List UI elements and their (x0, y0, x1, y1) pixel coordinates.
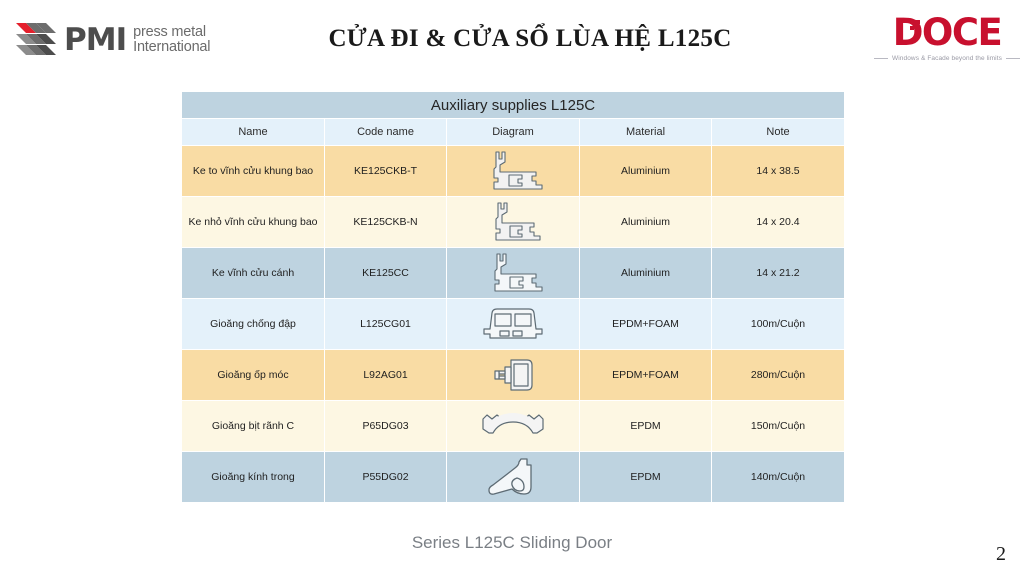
cell-name: Gioăng kính trong (182, 452, 324, 502)
page-title: CỬA ĐI & CỬA SỔ LÙA HỆ L125C (328, 25, 732, 52)
cell-material: EPDM (580, 452, 711, 502)
cell-code-name: L125CG01 (325, 299, 446, 349)
cell-material: EPDM+FOAM (580, 299, 711, 349)
table-row: Ke to vĩnh cửu khung bao KE125CKB-T Alum… (182, 146, 845, 196)
auxiliary-supplies-table-wrap: Auxiliary supplies L125C Name Code name … (181, 91, 846, 503)
pmi-tagline-line2: International (133, 39, 211, 55)
table-title: Auxiliary supplies L125C (182, 92, 845, 118)
cell-diagram (447, 146, 579, 196)
cell-name: Ke nhỏ vĩnh cửu khung bao (182, 197, 324, 247)
column-header-note: Note (712, 119, 845, 145)
table-row: Ke nhỏ vĩnh cửu khung bao KE125CKB-N Alu… (182, 197, 845, 247)
column-header-diagram: Diagram (447, 119, 579, 145)
cell-name: Ke vĩnh cửu cánh (182, 248, 324, 298)
cell-diagram (447, 299, 579, 349)
table-row: Ke vĩnh cửu cánh KE125CC Aluminium 14 x … (182, 248, 845, 298)
cell-material: Aluminium (580, 146, 711, 196)
table-body: Ke to vĩnh cửu khung bao KE125CKB-T Alum… (182, 146, 845, 502)
table-header-row: Name Code name Diagram Material Note (182, 119, 845, 145)
auxiliary-supplies-table: Auxiliary supplies L125C Name Code name … (181, 91, 846, 503)
bumper-gasket-icon (476, 308, 550, 339)
corner-bracket-sash-icon (476, 253, 550, 292)
cell-material: EPDM (580, 401, 711, 451)
column-header-code-name: Code name (325, 119, 446, 145)
doce-tagline: Windows & Facade beyond the limits (892, 55, 1002, 62)
c-groove-seal-gasket-icon (477, 413, 549, 434)
cell-note: 14 x 21.2 (712, 248, 845, 298)
cell-note: 280m/Cuộn (712, 350, 845, 400)
cell-code-name: KE125CKB-N (325, 197, 446, 247)
table-row: Gioăng bịt rãnh C P65DG03 EPDM 150m/Cuộn (182, 401, 845, 451)
cell-code-name: P55DG02 (325, 452, 446, 502)
cell-material: EPDM+FOAM (580, 350, 711, 400)
hook-cover-gasket-icon (483, 359, 543, 391)
cell-note: 140m/Cuộn (712, 452, 845, 502)
cell-material: Aluminium (580, 197, 711, 247)
table-row: Gioăng chống đập L125CG01 (182, 299, 845, 349)
corner-bracket-large-icon (476, 151, 550, 190)
chevrons-icon (14, 20, 60, 60)
cell-code-name: KE125CKB-T (325, 146, 446, 196)
inner-glazing-gasket-icon (481, 458, 545, 495)
cell-diagram (447, 197, 579, 247)
pmi-logo: PMI press metal International (14, 19, 211, 61)
corner-bracket-small-icon (476, 202, 550, 241)
doce-dots-icon (910, 20, 921, 31)
cell-name: Ke to vĩnh cửu khung bao (182, 146, 324, 196)
doce-tagline-wrap: Windows & Facade beyond the limits (872, 55, 1022, 62)
cell-name: Gioăng chống đập (182, 299, 324, 349)
column-header-material: Material (580, 119, 711, 145)
cell-code-name: P65DG03 (325, 401, 446, 451)
cell-note: 14 x 20.4 (712, 197, 845, 247)
page-number: 2 (996, 543, 1006, 565)
slide-caption: Series L125C Sliding Door (411, 533, 613, 552)
cell-diagram (447, 248, 579, 298)
doce-rule-right (1005, 58, 1020, 59)
table-row: Gioăng ốp móc L92AG01 (182, 350, 845, 400)
doce-wordmark: DOCE (892, 11, 1003, 54)
cell-name: Gioăng bịt rãnh C (182, 401, 324, 451)
cell-material: Aluminium (580, 248, 711, 298)
cell-note: 14 x 38.5 (712, 146, 845, 196)
doce-logo: DOCE Windows & Facade beyond the limits (872, 14, 1022, 62)
pmi-tagline-line1: press metal (133, 24, 206, 40)
cell-diagram (447, 401, 579, 451)
cell-note: 150m/Cuộn (712, 401, 845, 451)
table-title-row: Auxiliary supplies L125C (182, 92, 845, 118)
column-header-name: Name (182, 119, 324, 145)
pmi-wordmark: PMI (64, 22, 127, 58)
table-row: Gioăng kính trong P55DG02 EPDM 140m/Cuộn (182, 452, 845, 502)
cell-name: Gioăng ốp móc (182, 350, 324, 400)
doce-rule-left (874, 58, 888, 59)
slide-header: PMI press metal International CỬA ĐI & C… (0, 0, 1024, 86)
cell-diagram (447, 452, 579, 502)
cell-code-name: KE125CC (325, 248, 446, 298)
cell-code-name: L92AG01 (325, 350, 446, 400)
pmi-tagline: press metal International (133, 25, 210, 55)
cell-diagram (447, 350, 579, 400)
cell-note: 100m/Cuộn (712, 299, 845, 349)
